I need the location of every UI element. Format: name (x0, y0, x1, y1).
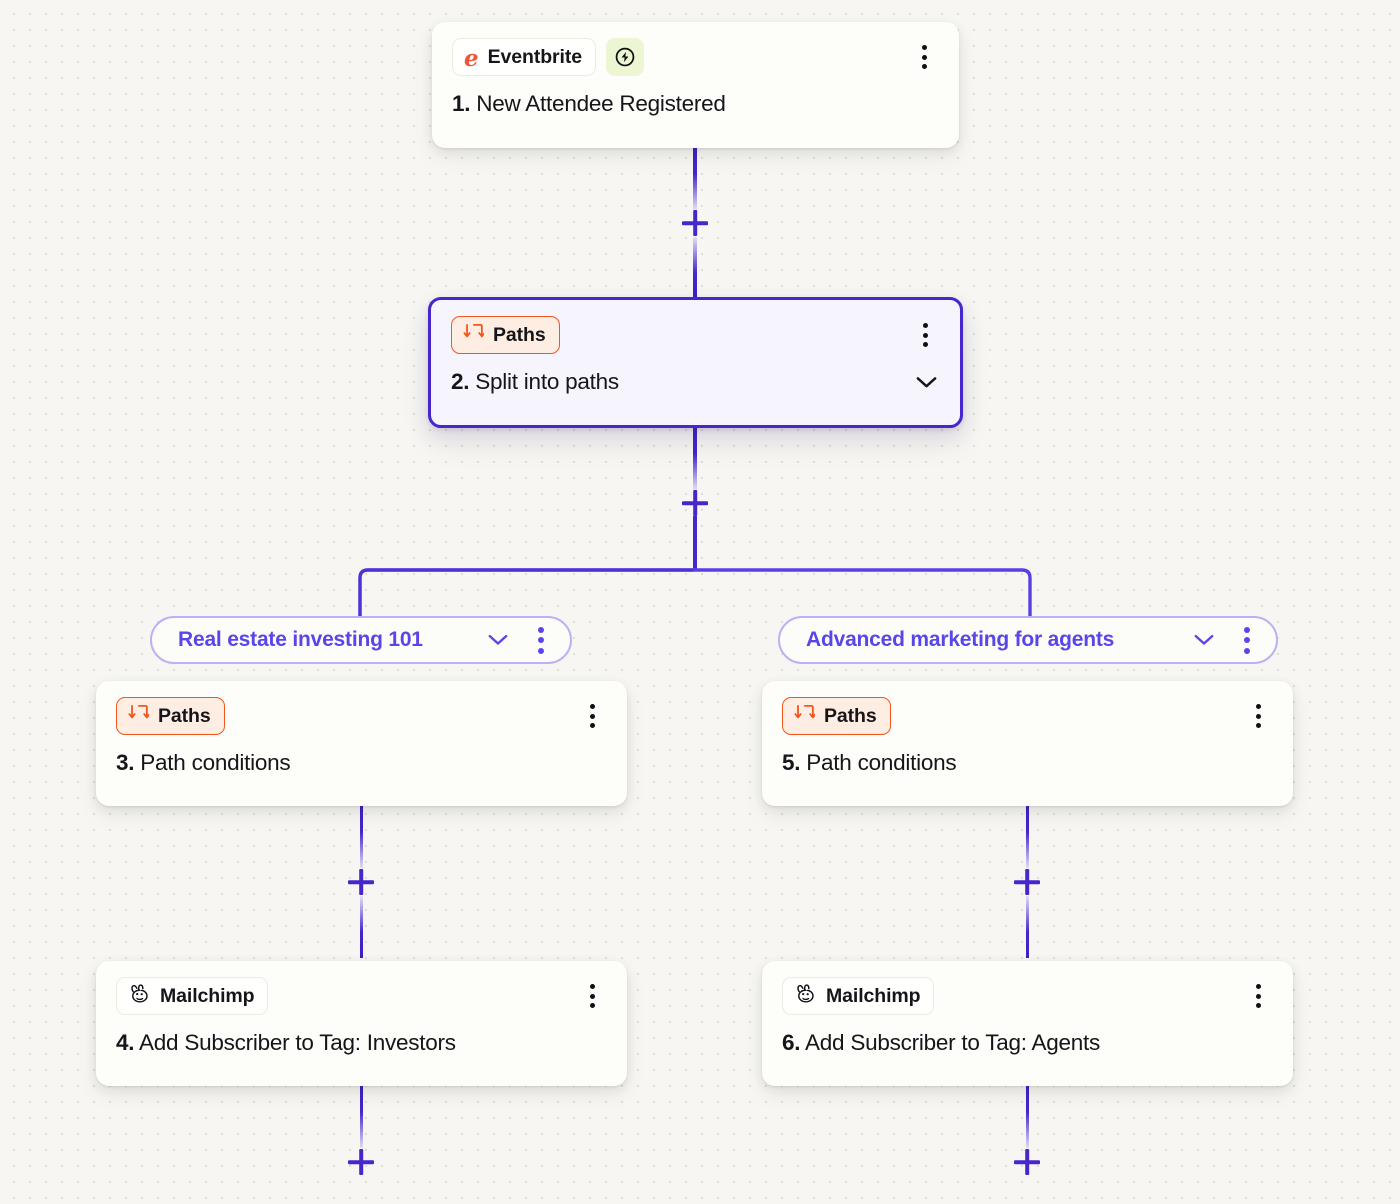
workflow-node-step-3[interactable]: Paths 3. Path conditions (96, 681, 627, 806)
paths-icon (128, 704, 151, 728)
node-title-row: 4. Add Subscriber to Tag: Investors (116, 1030, 607, 1056)
app-chip-mailchimp[interactable]: Mailchimp (116, 977, 269, 1015)
node-step-number: 1. (452, 91, 471, 116)
node-title-row: 1. New Attendee Registered (452, 91, 939, 117)
node-title-text: 6. Add Subscriber to Tag: Agents (782, 1030, 1100, 1056)
workflow-node-step-6[interactable]: Mailchimp 6. Add Subscriber to Tag: Agen… (762, 961, 1293, 1086)
node-title-row: 5. Path conditions (782, 750, 1273, 776)
workflow-node-step-5[interactable]: Paths 5. Path conditions (762, 681, 1293, 806)
app-chip-label: Paths (493, 323, 546, 346)
kebab-menu-icon[interactable] (577, 978, 607, 1014)
branch-pill-label: Advanced marketing for agents (806, 628, 1115, 651)
node-title-text: 2. Split into paths (451, 369, 619, 395)
node-step-number: 6. (782, 1030, 801, 1055)
node-title-text: 4. Add Subscriber to Tag: Investors (116, 1030, 456, 1056)
app-chip-label: Mailchimp (160, 984, 255, 1007)
node-title-text: 1. New Attendee Registered (452, 91, 726, 117)
workflow-node-step-2[interactable]: Paths 2. Split into paths (428, 297, 963, 428)
node-title-text: 3. Path conditions (116, 750, 291, 776)
workflow-node-step-4[interactable]: Mailchimp 4. Add Subscriber to Tag: Inve… (96, 961, 627, 1086)
kebab-menu-icon[interactable] (1243, 698, 1273, 734)
add-step-after-5-button[interactable] (1014, 869, 1040, 895)
workflow-node-step-1[interactable]: e Eventbrite 1. New Attendee Registered (432, 22, 959, 148)
connector-2-to-plus (693, 428, 697, 490)
connector-plus-to-split (693, 516, 697, 569)
app-chip-mailchimp[interactable]: Mailchimp (782, 977, 935, 1015)
node-step-number: 5. (782, 750, 801, 775)
kebab-menu-icon[interactable] (909, 39, 939, 75)
node-header: Paths (451, 316, 940, 354)
add-step-after-6-button[interactable] (1014, 1149, 1040, 1175)
chevron-down-icon[interactable] (912, 371, 940, 393)
app-chip-paths[interactable]: Paths (451, 316, 560, 354)
kebab-menu-icon[interactable] (1243, 978, 1273, 1014)
app-chip-eventbrite[interactable]: e Eventbrite (452, 38, 596, 76)
node-step-title: Add Subscriber to Tag: Agents (805, 1030, 1101, 1055)
branch-pill-label: Real estate investing 101 (178, 628, 423, 651)
app-chip-label: Mailchimp (826, 984, 921, 1007)
node-header: Paths (782, 697, 1273, 735)
node-step-number: 3. (116, 750, 135, 775)
branch-pill-advanced-marketing-for-agents[interactable]: Advanced marketing for agents (778, 616, 1278, 664)
node-step-number: 2. (451, 369, 470, 394)
add-step-after-2-button[interactable] (682, 490, 708, 516)
kebab-menu-icon[interactable] (1232, 622, 1262, 658)
connector-plus-to-6 (1025, 896, 1029, 958)
node-title-row: 6. Add Subscriber to Tag: Agents (782, 1030, 1273, 1056)
node-header: e Eventbrite (452, 38, 939, 76)
connector-4-to-plus (359, 1086, 363, 1148)
chevron-down-icon[interactable] (484, 629, 512, 651)
kebab-menu-icon[interactable] (910, 317, 940, 353)
node-step-title: Path conditions (806, 750, 957, 775)
mailchimp-icon (794, 982, 817, 1010)
node-title-row: 2. Split into paths (451, 369, 940, 395)
add-step-after-1-button[interactable] (682, 210, 708, 236)
add-step-after-4-button[interactable] (348, 1149, 374, 1175)
connector-plus-to-4 (359, 896, 363, 958)
chevron-down-icon[interactable] (1190, 629, 1218, 651)
node-header: Mailchimp (116, 977, 607, 1015)
kebab-menu-icon[interactable] (577, 698, 607, 734)
app-chip-label: Paths (158, 704, 211, 727)
node-title-text: 5. Path conditions (782, 750, 957, 776)
app-chip-paths[interactable]: Paths (116, 697, 225, 735)
node-header: Paths (116, 697, 607, 735)
node-step-number: 4. (116, 1030, 135, 1055)
paths-icon (794, 704, 817, 728)
paths-icon (463, 323, 486, 347)
connector-1-to-plus (693, 148, 697, 210)
app-chip-label: Paths (824, 704, 877, 727)
connector-6-to-plus (1025, 1086, 1029, 1148)
add-step-after-3-button[interactable] (348, 869, 374, 895)
connector-3-to-plus (359, 806, 363, 868)
branch-splitter (350, 562, 1040, 632)
node-step-title: Add Subscriber to Tag: Investors (139, 1030, 456, 1055)
node-header: Mailchimp (782, 977, 1273, 1015)
connector-plus-to-2 (693, 237, 697, 299)
app-chip-paths[interactable]: Paths (782, 697, 891, 735)
lightning-bolt-icon (606, 38, 644, 76)
connector-5-to-plus (1025, 806, 1029, 868)
eventbrite-icon: e (464, 44, 479, 72)
branch-pill-real-estate-investing-101[interactable]: Real estate investing 101 (150, 616, 572, 664)
app-chip-label: Eventbrite (487, 45, 582, 68)
node-step-title: New Attendee Registered (476, 91, 726, 116)
node-step-title: Path conditions (140, 750, 291, 775)
node-step-title: Split into paths (475, 369, 619, 394)
kebab-menu-icon[interactable] (526, 622, 556, 658)
node-title-row: 3. Path conditions (116, 750, 607, 776)
mailchimp-icon (128, 982, 151, 1010)
